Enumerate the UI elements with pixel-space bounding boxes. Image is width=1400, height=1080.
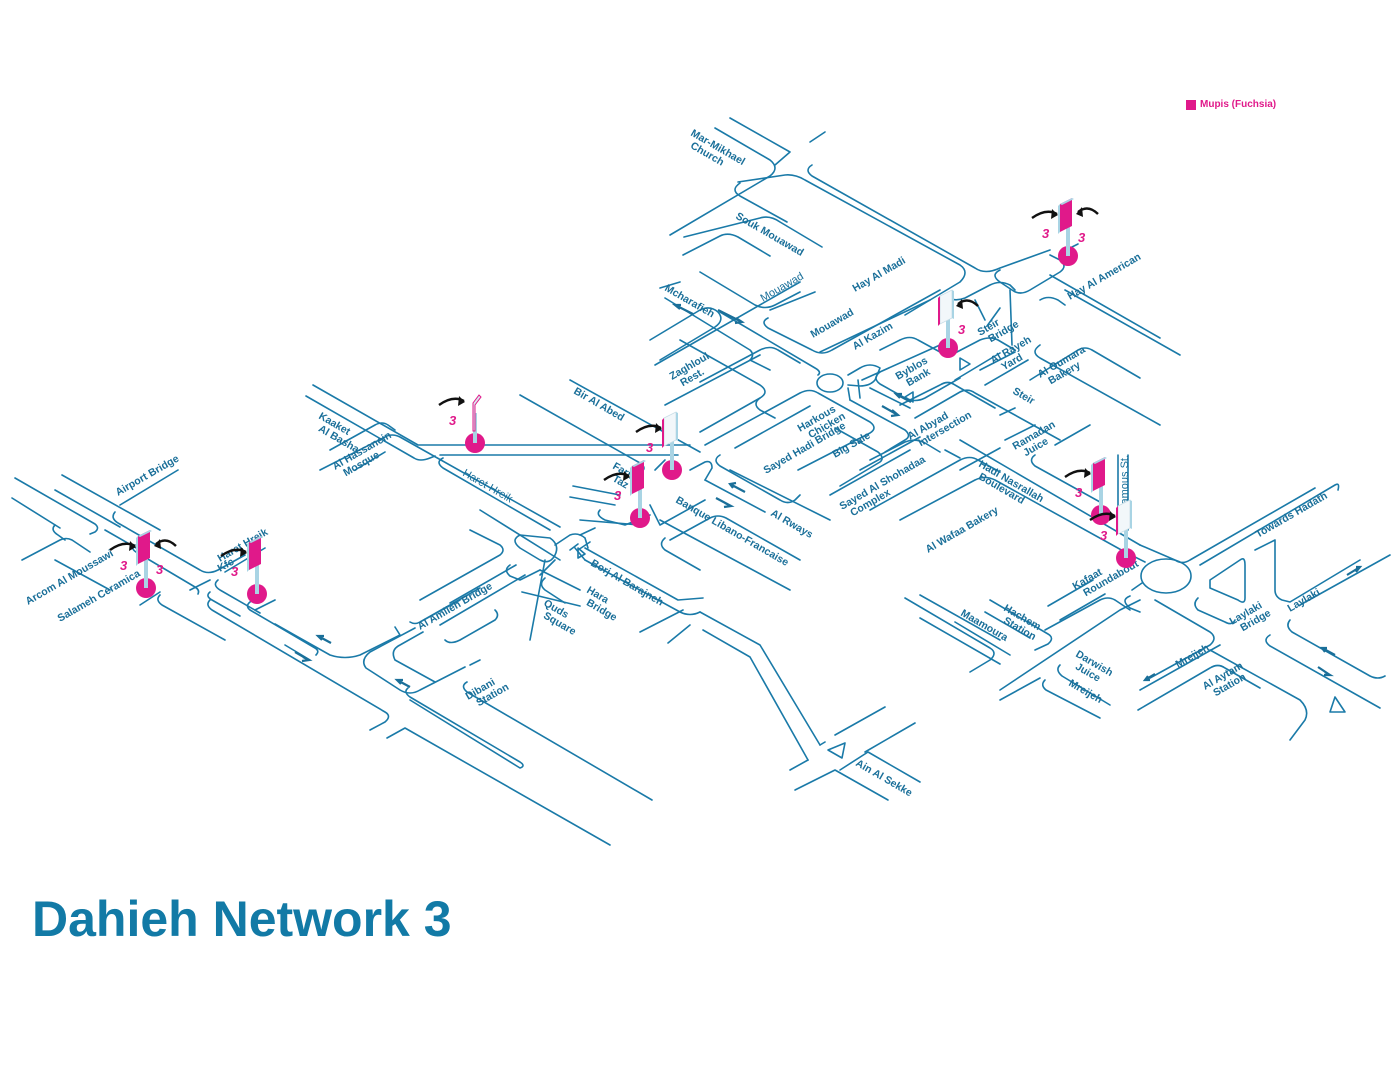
street-label-mouawad-2: Mouawad bbox=[809, 306, 856, 340]
mupi-panel bbox=[472, 394, 482, 432]
facing-arrow-head bbox=[129, 541, 136, 551]
mupi-panel-side bbox=[1130, 500, 1132, 529]
mupi-panel bbox=[939, 289, 953, 325]
mupi-pole bbox=[946, 318, 950, 348]
legend: Mupis (Fuchsia) bbox=[1186, 99, 1276, 110]
mupi-panel-side bbox=[676, 412, 678, 441]
street-label-laylaki: Laylaki bbox=[1286, 586, 1323, 614]
facing-arrow-head bbox=[1109, 511, 1116, 521]
mupi-panel-side bbox=[952, 290, 954, 319]
mupi-panel-edge bbox=[630, 460, 646, 496]
mupi-panel bbox=[138, 530, 150, 564]
facing-arrow-head bbox=[240, 547, 247, 557]
mupi-pole bbox=[1124, 528, 1128, 558]
mupi-panel-edge bbox=[938, 296, 940, 326]
street-label-hadi-nasrallah-boulevard: Hadi NasrallahBoulevard bbox=[971, 458, 1046, 514]
mupi-marker-haret-hreik-kfc[interactable]: 3 bbox=[220, 536, 267, 604]
network-number: 3 bbox=[614, 488, 622, 503]
mupi-panel bbox=[1117, 499, 1131, 535]
street-label-al-abyad-intersection: Al AbyadIntersection bbox=[906, 399, 974, 452]
mupi-panel-edge bbox=[247, 536, 263, 572]
street-label-mreijeh-2: Mreijeh bbox=[1067, 677, 1105, 706]
network-number: 3 bbox=[646, 440, 654, 455]
street-label-jamous-st: Jamous St. bbox=[1119, 455, 1131, 510]
street-label-al-aytam-station: Al AytamStation bbox=[1201, 660, 1251, 702]
street-label-hay-al-madi: Hay Al Madi bbox=[851, 255, 908, 295]
mupi-pole bbox=[1099, 485, 1103, 515]
street-label-al-amlieh-bridge: Al Amlieh Bridge bbox=[416, 580, 495, 633]
network-number: 3 bbox=[449, 413, 457, 428]
street-label-dibani-station: DibaniStation bbox=[464, 671, 512, 712]
street-label-ain-al-sekke: Ain Al Sekke bbox=[854, 757, 915, 799]
street-label-towards-hadath: Towards Hadath bbox=[1254, 490, 1330, 541]
mupi-pole bbox=[638, 488, 642, 518]
legend-swatch-mupis bbox=[1186, 99, 1196, 110]
traffic-arrows bbox=[294, 303, 1363, 688]
facing-arrow-head bbox=[154, 539, 161, 549]
facing-arrow-head bbox=[956, 299, 963, 309]
street-label-bir-al-abed: Bir Al Abed bbox=[572, 385, 627, 424]
legend-label: Mupis (Fuchsia) bbox=[1200, 99, 1277, 110]
street-label-byblos-bank: ByblosBank bbox=[894, 355, 936, 393]
mupi-panel-edge bbox=[662, 418, 664, 448]
mupi-panel-edge bbox=[136, 530, 152, 566]
network-number: 3 bbox=[231, 564, 239, 579]
facing-arrow-head bbox=[458, 396, 465, 406]
facing-arrow-head bbox=[623, 471, 630, 481]
street-label-hara-bridge: HaraBridge bbox=[579, 584, 625, 624]
network-number: 3 bbox=[1100, 528, 1108, 543]
mupi-panel-edge bbox=[1091, 457, 1107, 493]
street-label-mreijeh-1: Mreijeh bbox=[1174, 642, 1212, 671]
network-number: 3 bbox=[156, 562, 164, 577]
street-label-steir: Steir bbox=[1011, 385, 1037, 407]
street-label-al-wafaa-bakery: Al Wafaa Bakery bbox=[924, 504, 1001, 555]
facing-arrow-head bbox=[1051, 209, 1058, 219]
street-label-al-rways: Al Rways bbox=[769, 507, 816, 541]
street-label-haret-hreik-1: Haret Hreik bbox=[461, 467, 516, 505]
network-number: 3 bbox=[1042, 226, 1050, 241]
facing-arrow-head bbox=[1076, 207, 1083, 217]
mupi-panel bbox=[1060, 198, 1072, 232]
mupi-panel-edge bbox=[1116, 506, 1118, 536]
network-number: 3 bbox=[1078, 230, 1086, 245]
road-network bbox=[11, 117, 1391, 846]
mupi-marker-kaaket-al-basha[interactable]: 3 bbox=[438, 394, 485, 453]
mupi-pole bbox=[144, 558, 148, 588]
mupi-panel-edge bbox=[1058, 198, 1074, 234]
mupi-marker-farrol-taz[interactable]: 3 bbox=[603, 460, 650, 528]
mupi-pole bbox=[1066, 226, 1070, 256]
mupi-marker-jamous-2[interactable]: 3 bbox=[1089, 499, 1136, 568]
street-label-mar-mikhael-church: Mar-MikhaelChurch bbox=[683, 127, 747, 177]
street-label-ramadan-juice: RamadanJuice bbox=[1011, 419, 1063, 463]
network-number: 3 bbox=[120, 558, 128, 573]
network-number: 3 bbox=[1075, 485, 1083, 500]
mupi-pole bbox=[255, 564, 259, 594]
network-number: 3 bbox=[958, 322, 966, 337]
facing-arrow-head bbox=[655, 423, 662, 433]
street-label-mouawad-1: Mouawad bbox=[759, 270, 806, 304]
mupi-panel bbox=[249, 536, 261, 570]
facing-arrow-head bbox=[1084, 468, 1091, 478]
page-title: Dahieh Network 3 bbox=[32, 891, 452, 947]
mupi-panel bbox=[663, 411, 677, 447]
street-label-laylaki-bridge: LaylakiBridge bbox=[1228, 597, 1274, 637]
street-label-quds-square: QudsSquare bbox=[536, 597, 584, 638]
street-label-airport-bridge: Airport Bridge bbox=[114, 453, 182, 499]
mupi-pole bbox=[670, 440, 674, 470]
mupi-marker-bir-al-abed[interactable]: 3 bbox=[635, 411, 682, 480]
mupi-panel bbox=[1093, 457, 1105, 491]
mupi-marker-steir-bridge[interactable]: 3 bbox=[938, 289, 979, 358]
mupi-panel bbox=[632, 460, 644, 494]
